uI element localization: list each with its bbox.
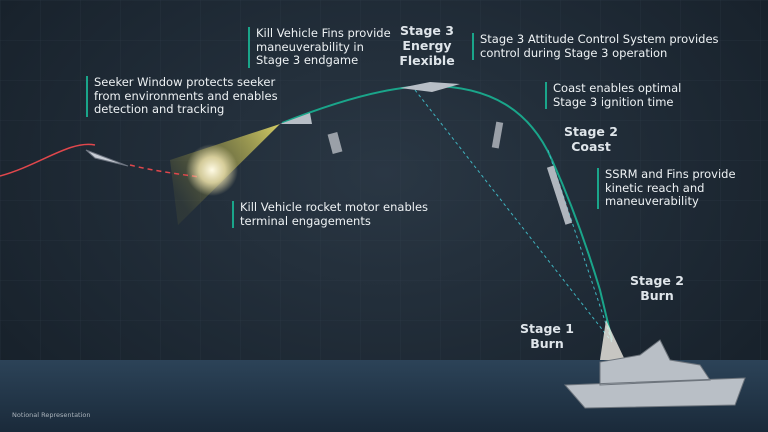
spent-stage <box>327 132 343 154</box>
note-line: Kill Vehicle Fins provide <box>256 26 391 40</box>
kill-vehicle <box>280 113 312 124</box>
stage-line: Stage 2 <box>630 273 684 288</box>
note-kill-vehicle-fins: Kill Vehicle Fins provide maneuverabilit… <box>248 26 391 68</box>
stage-3-label: Stage 3 Energy Flexible <box>396 23 458 68</box>
note-line: from environments and enables <box>94 88 278 103</box>
note-line: Coast enables optimal <box>553 81 682 95</box>
note-kill-vehicle-motor: Kill Vehicle rocket motor enables termin… <box>232 200 429 228</box>
stage-line: Flexible <box>399 53 455 68</box>
footer-caption: Notional Representation <box>12 411 91 419</box>
note-line: Kill Vehicle rocket motor enables <box>240 200 429 214</box>
dashed-guidance-line <box>414 89 613 343</box>
dashed-guidance-line <box>547 149 613 343</box>
stage-2-burn-label: Stage 2 Burn <box>626 273 688 303</box>
note-line: Stage 3 Attitude Control System provides <box>480 32 719 46</box>
threat-trajectory <box>0 143 96 177</box>
stage-2-coast-label: Stage 2 Coast <box>560 124 622 154</box>
note-line: terminal engagements <box>240 213 371 228</box>
stage-line: Stage 2 <box>564 124 618 139</box>
intercept-explosion <box>186 144 238 196</box>
stage-line: Coast <box>571 139 611 154</box>
note-line: control during Stage 3 operation <box>480 45 668 60</box>
note-line: detection and tracking <box>94 102 225 116</box>
note-line: Stage 3 endgame <box>256 53 359 67</box>
spent-stage <box>491 121 504 149</box>
note-line: maneuverability in <box>256 39 364 54</box>
stage-line: Energy <box>402 38 452 53</box>
stage3-vehicle <box>400 82 460 92</box>
exhaust-plume <box>600 320 625 360</box>
threat-vehicle <box>85 149 129 167</box>
note-line: Seeker Window protects seeker <box>94 75 276 89</box>
stage-line: Stage 3 <box>400 23 454 38</box>
note-line: Stage 3 ignition time <box>553 94 674 109</box>
interceptor-trajectory <box>281 84 613 341</box>
stage-line: Stage 1 <box>520 321 574 336</box>
stage2-vehicle <box>546 165 573 225</box>
stage-1-burn-label: Stage 1 Burn <box>516 321 578 351</box>
note-seeker-window: Seeker Window protects seeker from envir… <box>86 75 278 117</box>
stage-line: Burn <box>530 336 564 351</box>
stage-line: Burn <box>640 288 674 303</box>
note-line: SSRM and Fins provide <box>605 167 736 181</box>
note-attitude-control: Stage 3 Attitude Control System provides… <box>472 32 719 60</box>
note-coast: Coast enables optimal Stage 3 ignition t… <box>545 81 682 109</box>
note-ssrm: SSRM and Fins provide kinetic reach and … <box>597 167 736 209</box>
ship <box>563 339 746 409</box>
note-line: maneuverability <box>605 194 699 208</box>
note-line: kinetic reach and <box>605 180 705 195</box>
